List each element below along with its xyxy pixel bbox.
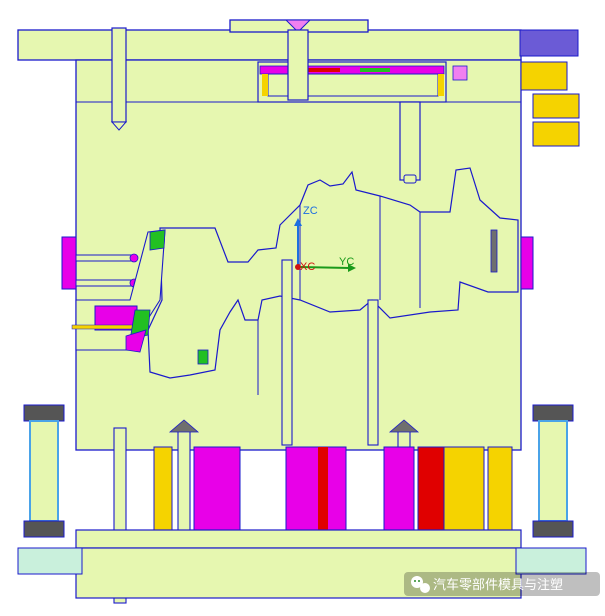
insert-yellow-far-right <box>487 446 513 531</box>
guide-pin-left <box>111 27 127 123</box>
cylinder-left-bottom-cap <box>23 520 65 538</box>
top-clamp-plate <box>17 29 522 61</box>
manifold-green-stripe <box>360 68 390 72</box>
z-axis-head <box>294 218 302 226</box>
slide-pin-upper <box>75 254 137 262</box>
insert-magenta-right <box>383 446 415 531</box>
ejector-plate <box>75 529 522 549</box>
connector-yellow-2 <box>532 93 580 119</box>
insert-red-right <box>417 446 445 531</box>
insert-yellow-left <box>153 446 173 531</box>
part-inner-line <box>257 196 421 395</box>
watermark: 汽车零部件模具与注塑 <box>404 572 600 596</box>
purple-block <box>519 29 579 57</box>
sprue-bushing <box>287 29 309 101</box>
watermark-bg <box>404 572 600 596</box>
manifold-red-stripe <box>300 68 340 72</box>
insert-magenta-center <box>285 446 347 531</box>
right-side-block <box>520 236 534 290</box>
manifold-yellow-left <box>262 74 268 96</box>
cylinder-right-bottom-cap <box>532 520 574 538</box>
insert-red-center <box>318 447 328 530</box>
slide-green-small <box>197 349 209 365</box>
yc-label: YC <box>339 256 354 268</box>
origin-point <box>295 264 301 270</box>
slide-magenta-wedge <box>125 329 147 353</box>
slide-pin-head-upper <box>129 253 139 263</box>
connector-yellow-3 <box>532 121 580 147</box>
ejector-pin-1-cap <box>168 419 200 433</box>
core-pin-2 <box>367 299 379 446</box>
zc-label: ZC <box>303 205 318 217</box>
part-cavity-outline <box>147 167 519 379</box>
xc-label: XC <box>300 261 315 273</box>
cylinder-right-top-cap <box>532 404 574 422</box>
base-plate-left <box>17 547 83 575</box>
wechat-icon <box>411 576 430 593</box>
cylinder-left-body <box>29 420 59 522</box>
slide-green-insert <box>149 229 166 251</box>
manifold-yellow-right <box>438 74 444 96</box>
insert-yellow-right <box>443 446 485 531</box>
core-pin-1 <box>281 259 293 446</box>
slide-pin-lower <box>75 279 137 287</box>
guide-pin-left-tip <box>110 121 128 131</box>
ejector-pin-2-cap <box>388 419 420 433</box>
hot-nozzle <box>399 101 421 181</box>
slide-rail-left <box>61 236 77 290</box>
base-plate-right <box>515 547 587 575</box>
cylinder-left-top-cap <box>23 404 65 422</box>
cylinder-right-body <box>538 420 568 522</box>
bottom-clamp-plate <box>75 547 522 599</box>
pink-block <box>452 65 468 81</box>
y-axis-head <box>348 264 356 272</box>
coordinate-triad: ZC YC XC <box>294 205 356 273</box>
connector-yellow-1 <box>520 61 568 91</box>
insert-magenta-left <box>193 446 241 531</box>
y-axis-arrow <box>299 266 351 269</box>
watermark-text: 汽车零部件模具与注塑 <box>433 577 563 593</box>
hot-nozzle-tip <box>403 174 417 184</box>
right-guide-slot <box>490 229 498 273</box>
